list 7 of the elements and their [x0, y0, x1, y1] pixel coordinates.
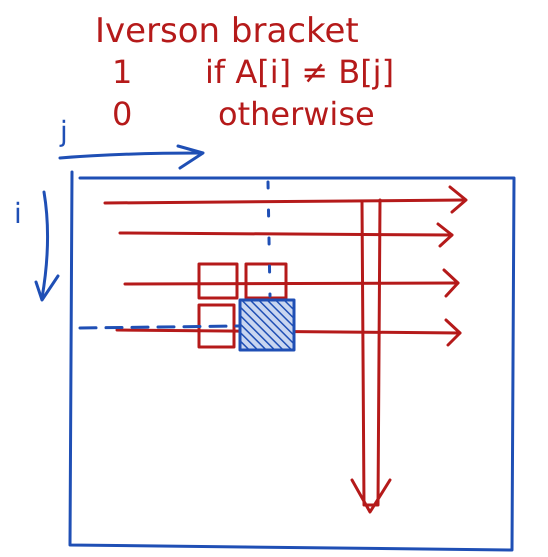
axis-label: j [60, 118, 68, 146]
heading-text: Iverson bracket [95, 14, 359, 48]
condition-text: otherwise [218, 98, 375, 130]
condition-text: if A[i] ≠ B[j] [205, 56, 394, 88]
axis-label: i [14, 200, 22, 228]
value-text: 1 [112, 56, 132, 88]
value-text: 0 [112, 98, 132, 130]
